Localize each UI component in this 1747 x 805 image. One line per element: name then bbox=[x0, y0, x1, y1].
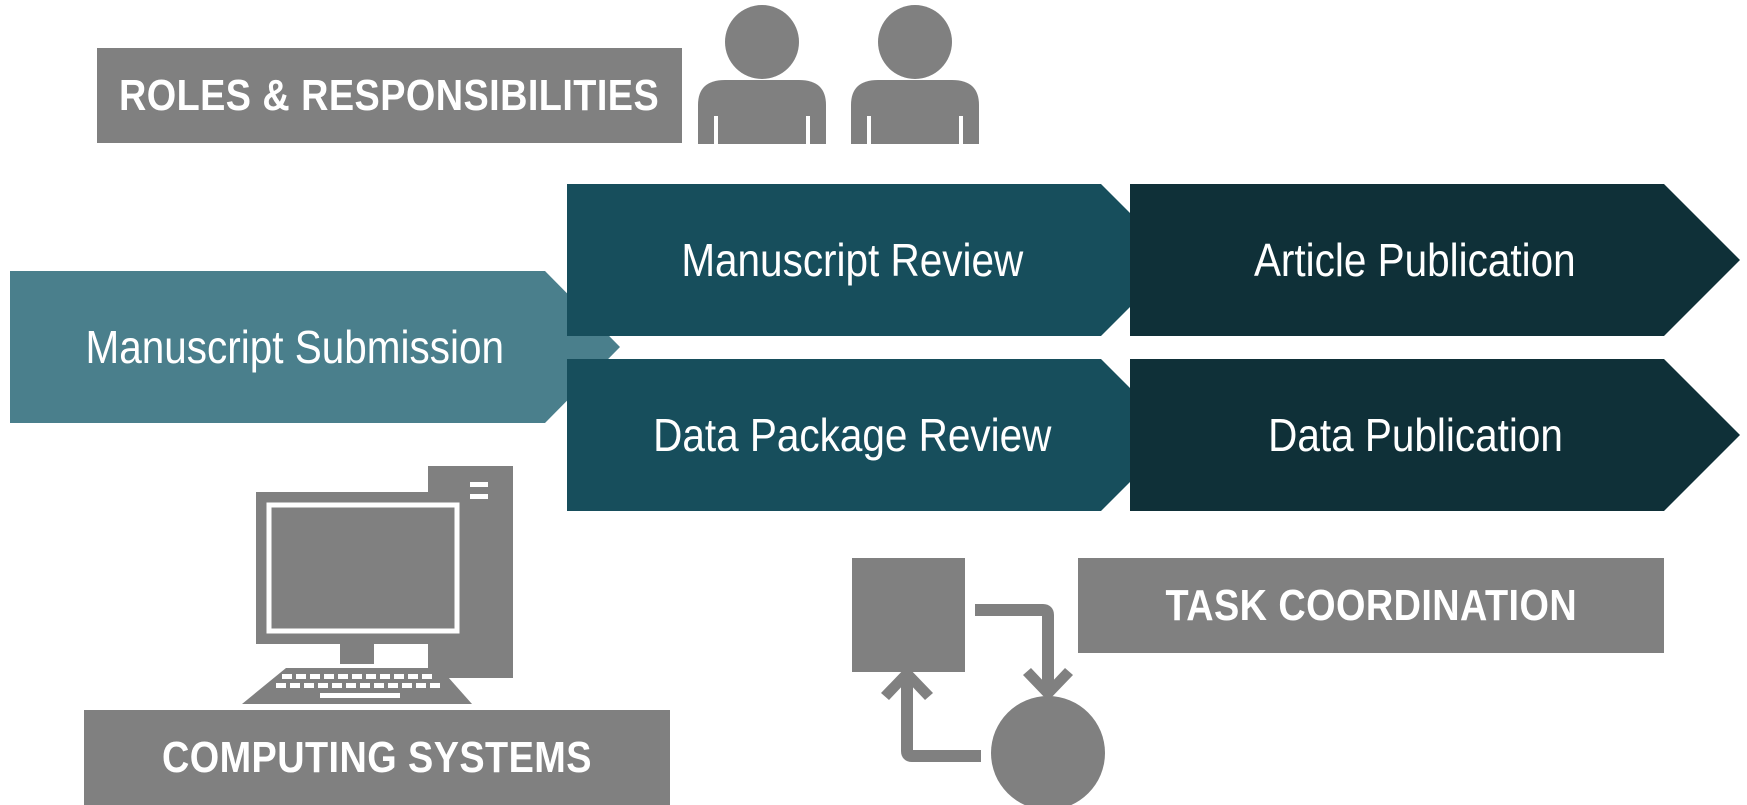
workflow-icon bbox=[852, 558, 1105, 805]
person-body-2 bbox=[851, 80, 979, 144]
computing-label: COMPUTING SYSTEMS bbox=[162, 732, 592, 782]
roles-label: ROLES & RESPONSIBILITIES bbox=[119, 70, 660, 120]
stage2-top-arrow-shape bbox=[567, 184, 1177, 336]
manuscript-submission-stage: Manuscript Submission bbox=[10, 271, 580, 423]
stage2-bottom-arrow-shape bbox=[567, 359, 1177, 511]
computing-label-box: COMPUTING SYSTEMS bbox=[84, 710, 670, 805]
data-publication-label: Data Publication bbox=[1267, 409, 1563, 461]
roles-label-box: ROLES & RESPONSIBILITIES bbox=[97, 48, 682, 143]
article-publication-stage: Article Publication bbox=[1130, 184, 1700, 336]
people-icon bbox=[698, 5, 979, 144]
coordination-label-box: TASK COORDINATION bbox=[1078, 558, 1664, 653]
stage3-top-arrow-shape bbox=[1130, 184, 1740, 336]
person-body-1 bbox=[698, 80, 826, 144]
data-package-review-label: Data Package Review bbox=[652, 409, 1052, 461]
data-package-review-stage: Data Package Review bbox=[567, 359, 1137, 511]
person-head-2 bbox=[878, 5, 952, 79]
manuscript-review-stage: Manuscript Review bbox=[567, 184, 1137, 336]
person-head-1 bbox=[725, 5, 799, 79]
data-publication-stage: Data Publication bbox=[1130, 359, 1700, 511]
coordination-label: TASK COORDINATION bbox=[1165, 580, 1577, 630]
stage1-arrow-shape bbox=[10, 271, 620, 423]
article-publication-label: Article Publication bbox=[1254, 234, 1576, 286]
stage3-bottom-arrow-shape bbox=[1130, 359, 1740, 511]
manuscript-review-label: Manuscript Review bbox=[681, 234, 1023, 286]
computer-icon bbox=[242, 466, 513, 704]
manuscript-submission-label: Manuscript Submission bbox=[85, 321, 505, 373]
